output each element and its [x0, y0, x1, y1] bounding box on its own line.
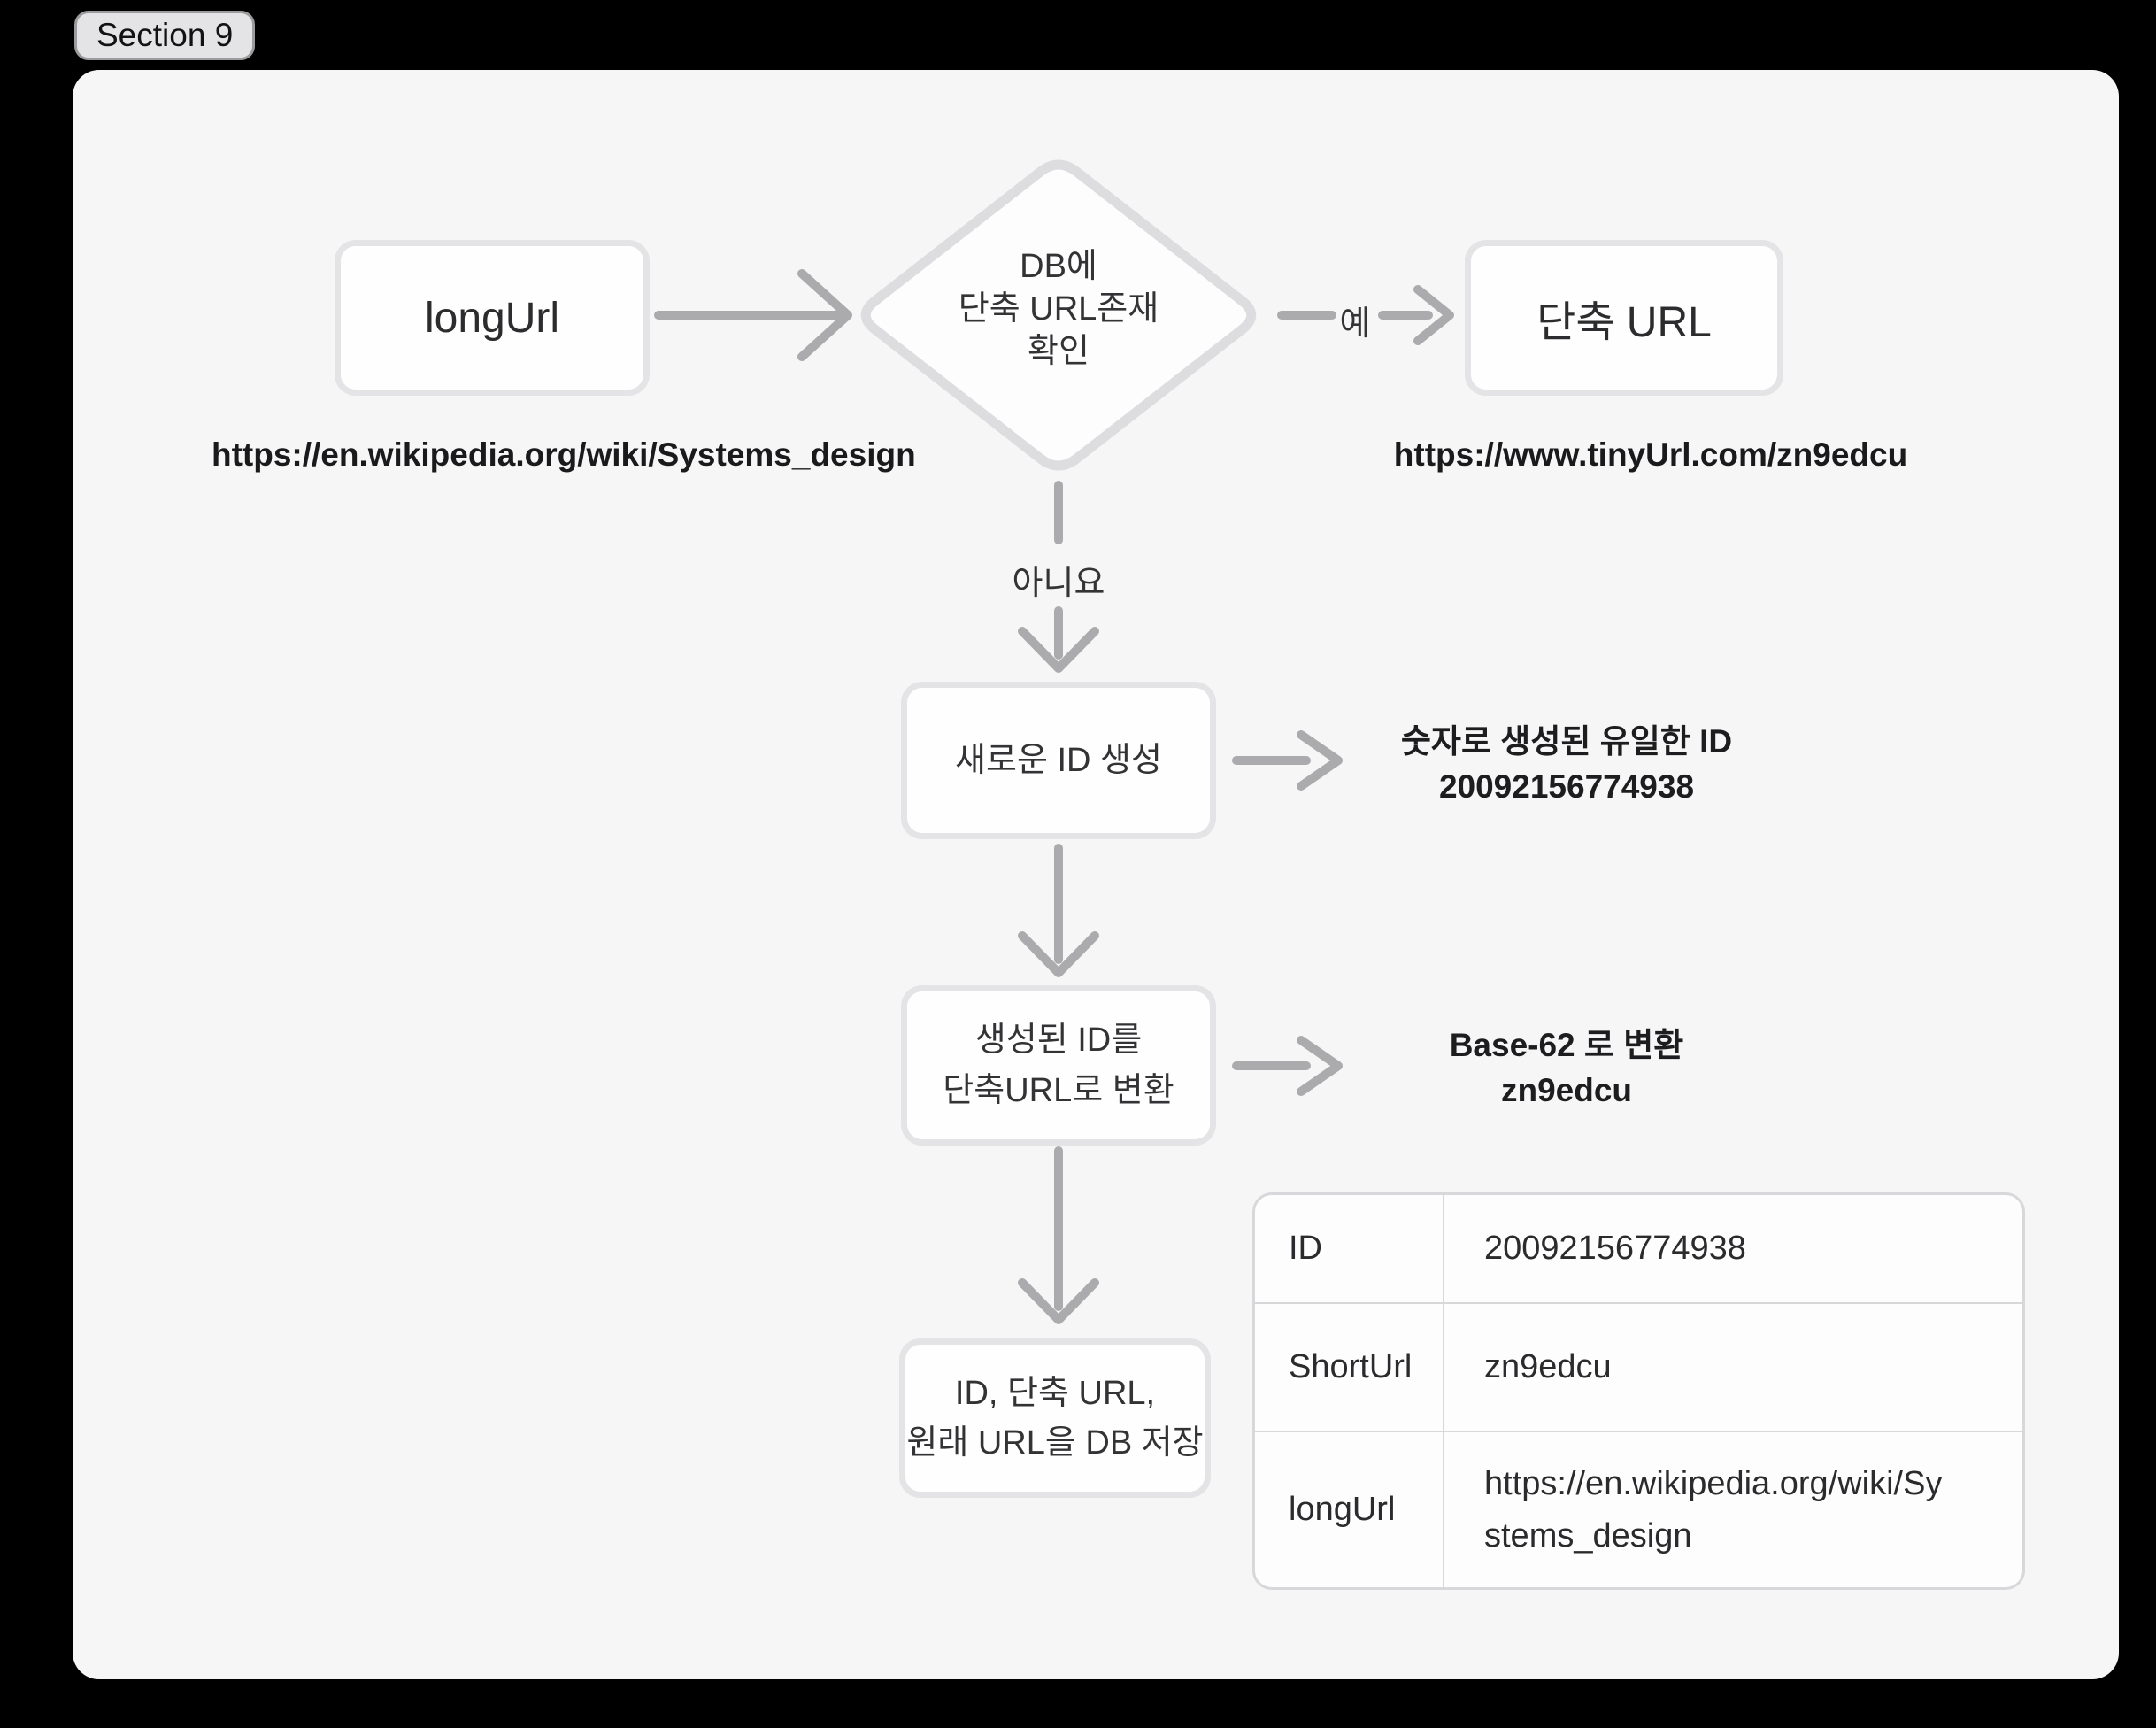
note-unique-id-line: 숫자로 생성된 유일한 ID	[1400, 723, 1733, 760]
node-save-db[interactable]: ID, 단축 URL, 원래 URL을 DB 저장	[899, 1338, 1211, 1498]
table-cell-key: ShortUrl	[1255, 1302, 1443, 1431]
node-longurl-label: longUrl	[424, 294, 560, 342]
table-value-text: https://en.wikipedia.org/wiki/Systems_de…	[1484, 1464, 1943, 1554]
section-badge[interactable]: Section 9	[74, 11, 256, 60]
edge-label-no: 아니요	[1012, 565, 1105, 602]
caption-shorturl: https://www.tinyUrl.com/zn9edcu	[1393, 436, 1908, 473]
node-convert-line: 생성된 ID를	[974, 1022, 1143, 1060]
edge-label-yes: 예	[1339, 305, 1371, 343]
table-key-label: ShortUrl	[1289, 1348, 1413, 1385]
note-unique-id-line: 20092156774938	[1438, 768, 1695, 806]
note-base62-line: Base-62 로 변환	[1449, 1027, 1684, 1063]
node-shorturl-label: 단축 URL	[1536, 299, 1712, 346]
table-cell-key: longUrl	[1255, 1431, 1443, 1587]
node-longurl[interactable]: longUrl	[335, 240, 650, 396]
table-value-text: 20092156774938	[1484, 1230, 1746, 1268]
decision-line: DB에	[1020, 248, 1097, 285]
db-record-table[interactable]: ID 20092156774938 ShortUrl zn9edcu longU…	[1252, 1192, 2025, 1590]
decision-diamond-shape[interactable]	[860, 159, 1257, 471]
table-cell-value: 20092156774938	[1443, 1195, 2022, 1302]
table-cell-value: https://en.wikipedia.org/wiki/Systems_de…	[1443, 1431, 2022, 1587]
node-save-db-line: 원래 URL을 DB 저장	[906, 1424, 1204, 1462]
node-convert[interactable]: 생성된 ID를 단축URL로 변환	[901, 985, 1216, 1146]
note-unique-id: 숫자로 생성된 유일한 ID 20092156774938	[1257, 719, 1876, 809]
table-cell-key: ID	[1255, 1195, 1443, 1302]
node-new-id-label: 새로운 ID 생성	[955, 741, 1162, 779]
table-cell-value: zn9edcu	[1443, 1302, 2022, 1431]
decision-line: 단축 URL존재	[958, 289, 1159, 328]
note-base62-line: zn9edcu	[1500, 1072, 1633, 1109]
section-badge-label: Section 9	[96, 17, 234, 53]
node-shorturl[interactable]: 단축 URL	[1465, 240, 1783, 396]
node-convert-line: 단축URL로 변환	[943, 1071, 1174, 1109]
node-new-id[interactable]: 새로운 ID 생성	[901, 682, 1216, 839]
decision-line: 확인	[1028, 332, 1090, 370]
table-key-label: ID	[1289, 1230, 1322, 1267]
note-base62: Base-62 로 변환 zn9edcu	[1257, 1022, 1876, 1113]
node-decision-label: DB에 단축 URL존재 확인	[882, 246, 1236, 374]
caption-longurl: https://en.wikipedia.org/wiki/Systems_de…	[212, 436, 916, 473]
table-key-label: longUrl	[1289, 1491, 1396, 1528]
table-value-text: zn9edcu	[1484, 1348, 1612, 1386]
node-save-db-line: ID, 단축 URL,	[954, 1374, 1156, 1412]
